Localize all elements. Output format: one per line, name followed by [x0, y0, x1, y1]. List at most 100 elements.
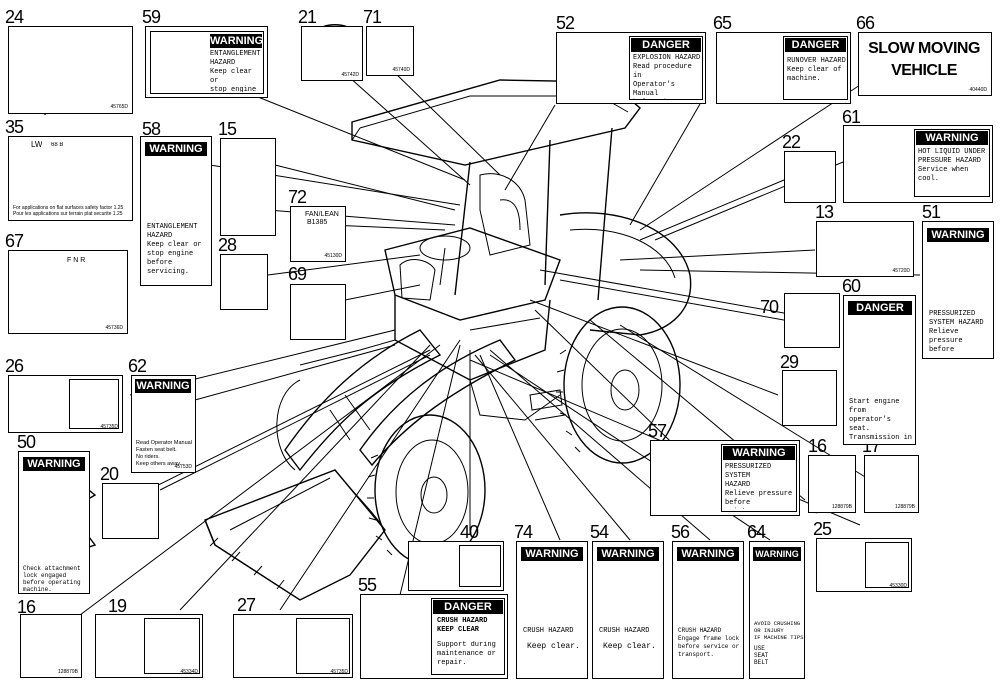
decal-35-text: For applications on flat surfaces safety… — [13, 205, 124, 217]
decal-71: 45740D — [366, 26, 414, 76]
callout-16-left: 16 — [17, 597, 36, 617]
decal-59-frame — [150, 31, 264, 94]
decal-19-right-frame — [144, 618, 200, 674]
decal-61-header: WARNING — [916, 131, 988, 145]
decal-25-code: 45330D — [889, 583, 907, 589]
decal-17-code: 128879B — [894, 504, 915, 510]
decal-24-code: 45765D — [110, 104, 128, 110]
decal-16-right: 128879B — [808, 455, 856, 513]
decal-13: 45720D — [816, 221, 914, 277]
callout-65: 65 — [713, 13, 732, 33]
decal-61: WARNING HOT LIQUID UNDER PRESSURE HAZARD… — [843, 125, 993, 203]
callout-66: 66 — [856, 13, 875, 33]
decal-52-frame — [629, 36, 703, 100]
decal-40 — [408, 541, 504, 591]
callout-70: 70 — [760, 297, 779, 317]
callout-74: 74 — [514, 522, 533, 542]
decal-58-header: WARNING — [145, 142, 207, 156]
callout-24: 24 — [5, 7, 24, 27]
decal-59: WARNING ENTANGLEMENT HAZARD Keep clear o… — [145, 26, 268, 98]
callout-67: 67 — [5, 231, 24, 251]
decal-22 — [784, 151, 836, 203]
decal-24: 45765D — [8, 26, 133, 114]
decal-66-code: 40440D — [969, 87, 987, 93]
callout-35: 35 — [5, 117, 24, 137]
decal-62-code: 45753D — [174, 464, 192, 470]
decal-70 — [784, 293, 840, 348]
decal-51: WARNING PRESSURIZED SYSTEM HAZARD Reliev… — [922, 221, 994, 359]
decal-17: 128879B — [864, 455, 919, 513]
decal-28 — [220, 254, 268, 310]
decal-54-text2: Keep clear. — [603, 642, 656, 651]
decal-74-text2: Keep clear. — [527, 642, 580, 651]
decal-57: WARNING PRESSURIZED SYSTEM HAZARD Reliev… — [650, 440, 800, 516]
wheel-loader — [204, 79, 692, 601]
decal-64-text: AVOID CRUSHING OR INJURY IF MACHINE TIPS — [754, 620, 804, 641]
decal-52-text: EXPLOSION HAZARD Read procedure in Opera… — [633, 54, 701, 100]
decal-27-right-frame — [296, 618, 350, 674]
decal-72-line1: FAN/LEAN — [305, 211, 339, 218]
decal-26: 45735D — [8, 375, 123, 433]
decal-21-code: 45742D — [341, 72, 359, 78]
callout-72: 72 — [288, 187, 307, 207]
decal-58-text: ENTANGLEMENT HAZARD Keep clear or stop e… — [147, 223, 202, 276]
decal-64-header: WARNING — [753, 547, 801, 561]
decal-65-header: DANGER — [785, 38, 846, 52]
decal-67: F N R 45736D — [8, 250, 128, 334]
callout-26: 26 — [5, 356, 24, 376]
callout-13: 13 — [815, 202, 834, 222]
callout-50: 50 — [17, 432, 36, 452]
decal-15 — [220, 138, 276, 236]
callout-51: 51 — [922, 202, 941, 222]
decal-61-frame — [914, 129, 990, 197]
decal-55-text2: Support during maintenance or repair. — [437, 641, 496, 667]
decal-66-line2: VEHICLE — [891, 62, 957, 79]
decal-52: DANGER EXPLOSION HAZARD Read procedure i… — [556, 32, 706, 104]
decal-51-text: PRESSURIZED SYSTEM HAZARD Relieve pressu… — [929, 310, 984, 354]
decal-74: WARNING CRUSH HAZARD Keep clear. — [516, 541, 588, 679]
decal-60-header: DANGER — [848, 301, 912, 315]
decal-60: DANGER Start engine from operator's seat… — [843, 295, 916, 445]
decal-25-right-frame — [865, 542, 909, 588]
callout-27: 27 — [237, 595, 256, 615]
decal-58: WARNING ENTANGLEMENT HAZARD Keep clear o… — [140, 136, 212, 286]
callout-71: 71 — [363, 7, 382, 27]
decal-72-line2: B1385 — [307, 219, 328, 226]
decal-60-text: Start engine from operator's seat. Trans… — [849, 398, 913, 440]
decal-21: 45742D — [301, 26, 363, 81]
callout-40: 40 — [460, 522, 479, 542]
decal-16-right-code: 128879B — [831, 504, 852, 510]
decal-35: LW 68 B For applications on flat surface… — [8, 136, 133, 221]
decal-13-code: 45720D — [892, 268, 910, 274]
callout-55: 55 — [358, 575, 377, 595]
decal-65: DANGER RUNOVER HAZARD Keep clear of mach… — [716, 32, 851, 104]
decal-19-code: 45334D — [180, 669, 198, 675]
callout-52: 52 — [556, 13, 575, 33]
decal-65-text: RUNOVER HAZARD Keep clear of machine. — [787, 57, 846, 83]
decal-27: 45735D — [233, 614, 353, 678]
decal-66: SLOW MOVING VEHICLE 40440D — [858, 32, 992, 96]
callout-59: 59 — [142, 7, 161, 27]
decal-57-text: PRESSURIZED SYSTEM HAZARD Relieve pressu… — [725, 463, 793, 509]
callout-54: 54 — [590, 522, 609, 542]
decal-55-text: CRUSH HAZARD KEEP CLEAR — [437, 617, 488, 634]
callout-56: 56 — [671, 522, 690, 542]
decal-29 — [782, 370, 837, 426]
decal-55: DANGER CRUSH HAZARD KEEP CLEAR Support d… — [360, 594, 508, 679]
decal-74-text: CRUSH HAZARD — [523, 627, 574, 635]
callout-19: 19 — [108, 596, 127, 616]
decal-62-header: WARNING — [135, 379, 191, 393]
decal-52-header: DANGER — [631, 38, 701, 52]
decal-67-code: 45736D — [105, 325, 123, 331]
callout-64: 64 — [747, 522, 766, 542]
decal-35-lw: LW — [31, 141, 43, 148]
decal-16-left-code: 128879B — [57, 669, 78, 675]
callout-25: 25 — [813, 519, 832, 539]
callout-21: 21 — [298, 7, 317, 27]
decal-55-header: DANGER — [433, 600, 503, 614]
callout-57: 57 — [648, 421, 667, 441]
decal-56-text: CRUSH HAZARD Engage frame lock before se… — [678, 627, 740, 658]
callout-69: 69 — [288, 264, 307, 284]
callout-61: 61 — [842, 107, 861, 127]
